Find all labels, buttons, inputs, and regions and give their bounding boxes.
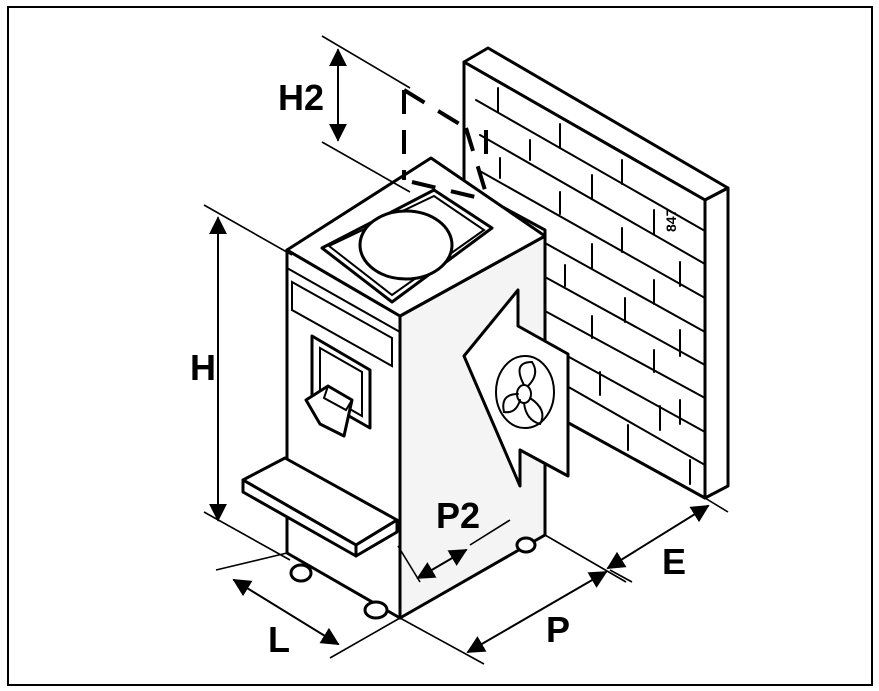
dimension-h: H (190, 204, 293, 561)
top-clearance-outline (402, 88, 490, 202)
dimension-e: E (606, 497, 729, 583)
dimension-h2: H2 (278, 35, 411, 193)
dimension-p2: P2 (397, 495, 511, 583)
dimension-p: P (399, 534, 627, 665)
dimension-l: L (215, 552, 401, 660)
wall-code-label: 847 (663, 208, 679, 232)
label-p: P (546, 609, 570, 650)
airflow-arrow (462, 288, 570, 488)
fan-icon (495, 355, 555, 429)
label-h2: H2 (278, 77, 324, 118)
label-h: H (190, 347, 216, 388)
label-l: L (268, 619, 290, 660)
label-e: E (662, 541, 686, 582)
label-p2: P2 (436, 495, 480, 536)
